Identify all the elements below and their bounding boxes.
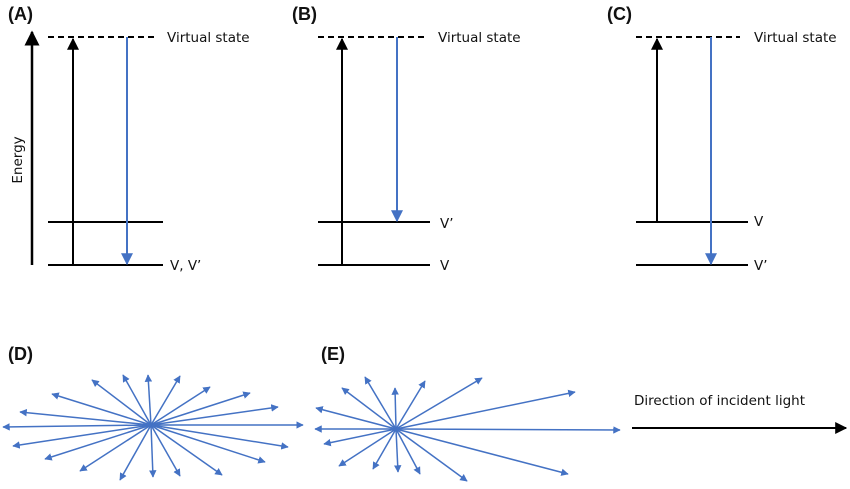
panel-label-c: (C) xyxy=(607,4,632,24)
upper-level-label: V’ xyxy=(440,216,454,232)
scattered-ray-arrow xyxy=(372,428,397,470)
scattered-ray-arrow xyxy=(391,387,399,430)
virtual-state-label: Virtual state xyxy=(167,30,250,46)
scattered-ray-arrow xyxy=(51,392,152,426)
panel-label-e: (E) xyxy=(321,344,345,364)
incident-light-label: Direction of incident light xyxy=(634,393,805,409)
scattered-ray-arrow xyxy=(150,386,211,426)
scattered-ray-arrow xyxy=(395,389,576,430)
scattered-ray-arrow xyxy=(150,424,181,477)
scattered-ray-arrow xyxy=(12,424,152,449)
scattered-ray-arrow xyxy=(19,408,152,426)
scattered-ray-arrow xyxy=(79,424,152,472)
lower-level-label: V xyxy=(440,258,450,274)
scattered-ray-arrow xyxy=(150,375,181,426)
scattered-ray-arrow xyxy=(395,380,426,430)
scattered-ray-arrow xyxy=(395,377,483,430)
scattered-ray-arrow xyxy=(395,426,621,434)
virtual-state-label: Virtual state xyxy=(438,30,521,46)
upper-level-label: V xyxy=(754,214,764,230)
scattered-ray-arrow xyxy=(150,404,279,426)
lower-level-label: V’ xyxy=(754,258,768,274)
panel-label-b: (B) xyxy=(292,4,317,24)
scattered-ray-arrow xyxy=(364,376,397,430)
scattered-ray-arrow xyxy=(341,387,397,430)
scattered-ray-arrow xyxy=(395,428,468,482)
scattered-ray-arrow xyxy=(144,374,153,426)
panel-a: (A) Energy Virtual state V, V’ xyxy=(8,4,250,274)
scattered-ray-arrow xyxy=(150,391,251,426)
panel-e-forward-scattering xyxy=(314,376,621,482)
scattered-ray-arrow xyxy=(150,424,289,450)
scattered-ray-arrow xyxy=(323,428,397,447)
scattered-ray-arrow xyxy=(119,424,152,481)
virtual-state-label: Virtual state xyxy=(754,30,837,46)
scattered-ray-arrow xyxy=(44,424,152,461)
scattered-ray-arrow xyxy=(2,423,152,431)
scattered-ray-arrow xyxy=(315,406,397,430)
scattered-ray-arrow xyxy=(150,424,266,464)
scattered-ray-arrow xyxy=(122,374,152,426)
panel-b: (B) Virtual state V’ V xyxy=(292,4,521,274)
scattered-ray-arrow xyxy=(395,428,421,475)
scattered-ray-arrow xyxy=(395,428,569,476)
scattered-ray-arrow xyxy=(148,424,157,478)
panel-label-d: (D) xyxy=(8,344,33,364)
panel-label-a: (A) xyxy=(8,4,33,24)
panel-d-isotropic-scattering xyxy=(2,374,304,481)
scattered-ray-arrow xyxy=(150,424,223,476)
scattered-ray-arrow xyxy=(91,379,152,426)
lower-level-label: V, V’ xyxy=(170,258,201,274)
scattered-ray-arrow xyxy=(393,428,402,473)
panel-c: (C) Virtual state V V’ xyxy=(607,4,837,274)
scattered-ray-arrow xyxy=(338,428,397,467)
energy-axis-label: Energy xyxy=(10,136,26,183)
